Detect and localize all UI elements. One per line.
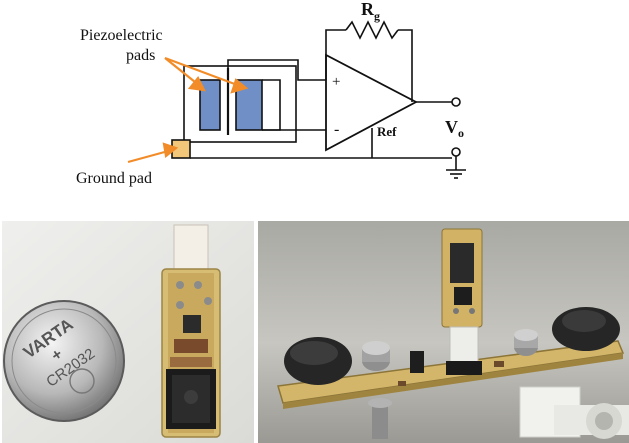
photo-battery-and-board: VARTA + CR2032 [2, 221, 254, 443]
arrow-head-right-pad [230, 78, 249, 94]
resistor-rg [345, 20, 399, 40]
photo-assembled-device [258, 221, 629, 443]
photo-right-drawing [258, 221, 629, 443]
piezo-pad-left [199, 79, 221, 131]
sensor-board-upright [441, 228, 483, 375]
mounting-bolt [372, 403, 388, 439]
vo-subscript: o [458, 126, 464, 140]
sensor-board-top-view [161, 224, 221, 438]
arrow-to-right-pad [164, 56, 241, 88]
rg-subscript: g [374, 9, 380, 23]
feedback-wire-left [325, 29, 346, 80]
output-terminal [451, 97, 461, 107]
photo-left-drawing: VARTA + CR2032 [2, 221, 254, 443]
ref-label: Ref [377, 124, 397, 139]
plus-sign: + [332, 74, 340, 90]
circuit-schematic [171, 20, 466, 179]
switch [410, 351, 424, 373]
vo-label: Vo [445, 117, 464, 140]
feedback-wire-right [398, 29, 413, 102]
arrow-head-ground-pad [162, 142, 179, 159]
piezo-enclosure [183, 65, 297, 143]
white-clamp [519, 386, 629, 439]
annotation-arrows [127, 56, 249, 164]
minus-sign: - [334, 121, 339, 138]
ground-terminal [451, 147, 461, 157]
ground-pad-label: Ground pad [76, 170, 152, 187]
piezo-inner-bracket [262, 79, 281, 131]
piezo-label-line1: Piezoelectric [80, 27, 163, 44]
coin-cell-battery: VARTA + CR2032 [3, 300, 125, 422]
op-amp [325, 53, 418, 152]
arrow-head-left-pad [187, 75, 206, 92]
piezo-label-line2: pads [126, 47, 155, 64]
wire-plus-input [227, 59, 326, 81]
rg-label: Rg [361, 0, 380, 23]
